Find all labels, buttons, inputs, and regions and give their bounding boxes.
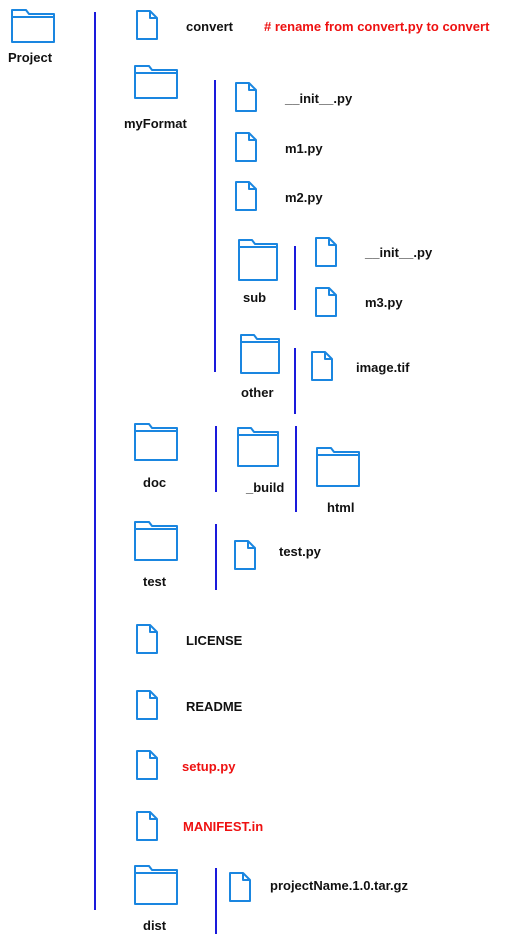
convert-comment: # rename from convert.py to convert bbox=[264, 19, 490, 34]
file-license: LICENSE bbox=[186, 633, 243, 648]
folder-html: html bbox=[327, 500, 355, 515]
build-tree-line bbox=[295, 426, 297, 512]
file-image: image.tif bbox=[356, 360, 410, 375]
file-archive: projectName.1.0.tar.gz bbox=[270, 878, 408, 893]
root-tree-line bbox=[94, 12, 96, 910]
folder-build: _build bbox=[246, 480, 285, 495]
folder-icon bbox=[316, 447, 360, 487]
file-manifest: MANIFEST.in bbox=[183, 819, 264, 834]
folder-icon bbox=[134, 521, 178, 561]
test-tree-line bbox=[215, 524, 217, 590]
file-icon bbox=[229, 872, 251, 902]
file-m1: m1.py bbox=[285, 141, 323, 156]
other-tree-line bbox=[294, 348, 296, 414]
file-icon bbox=[136, 690, 158, 720]
file-icon bbox=[234, 540, 256, 570]
file-m2: m2.py bbox=[285, 190, 323, 205]
folder-other: other bbox=[241, 385, 274, 400]
file-setup: setup.py bbox=[182, 759, 236, 774]
folder-dist: dist bbox=[143, 918, 167, 933]
folder-myformat: myFormat bbox=[124, 116, 187, 131]
file-icon bbox=[235, 82, 257, 112]
file-convert: convert bbox=[186, 19, 233, 34]
folder-icon bbox=[134, 65, 178, 99]
folder-sub: sub bbox=[243, 290, 267, 305]
folder-icon bbox=[134, 423, 178, 461]
file-icon bbox=[136, 750, 158, 780]
folder-icon bbox=[238, 239, 278, 281]
folder-icon bbox=[237, 427, 279, 467]
file-icon bbox=[235, 181, 257, 211]
file-icon bbox=[136, 10, 158, 40]
file-icon bbox=[315, 237, 337, 267]
file-icon bbox=[136, 624, 158, 654]
folder-test: test bbox=[143, 574, 167, 589]
file-m3: m3.py bbox=[365, 295, 403, 310]
folder-doc: doc bbox=[143, 475, 167, 490]
file-icon bbox=[136, 811, 158, 841]
file-readme: README bbox=[186, 699, 243, 714]
myformat-tree-line bbox=[214, 80, 216, 372]
folder-icon bbox=[134, 865, 178, 905]
folder-icon bbox=[240, 334, 280, 374]
file-sub-init: __init__.py bbox=[365, 245, 433, 260]
sub-tree-line bbox=[294, 246, 296, 310]
file-icon bbox=[311, 351, 333, 381]
file-myformat-init: __init__.py bbox=[285, 91, 353, 106]
file-icon bbox=[315, 287, 337, 317]
doc-tree-line bbox=[215, 426, 217, 492]
folder-icon bbox=[11, 9, 55, 43]
dist-tree-line bbox=[215, 868, 217, 934]
file-testpy: test.py bbox=[279, 544, 321, 559]
root-label: Project bbox=[8, 50, 53, 65]
file-icon bbox=[235, 132, 257, 162]
